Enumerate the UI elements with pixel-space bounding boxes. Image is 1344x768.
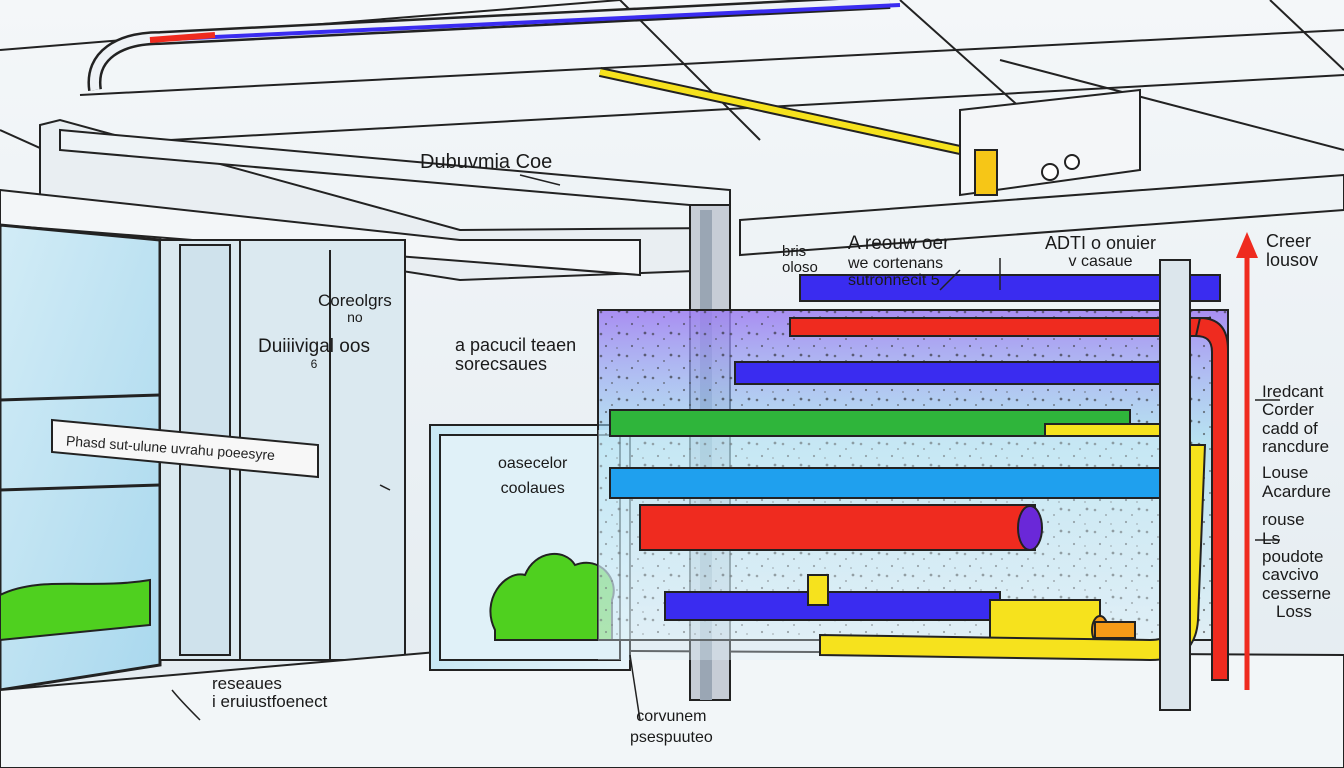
sign-banner — [51, 418, 319, 479]
label-right-column-line7: rouse — [1262, 510, 1305, 530]
label-right-column: Iredcant Corder cadd of rancdure Louse A… — [1262, 382, 1331, 621]
label-bottom-left-line1: reseaues — [212, 674, 282, 693]
right-ledge — [739, 173, 1344, 257]
label-right-column-line3: cadd of — [1262, 418, 1318, 438]
label-top-mid-a-line2: oloso — [782, 259, 818, 277]
hvac-unit — [959, 88, 1141, 197]
label-right-column-line11: cesserne — [1262, 583, 1331, 603]
label-right-column-line6: Acardure — [1262, 481, 1331, 501]
label-top-right: ADTI o onuier v casaue — [1045, 233, 1157, 271]
duct-bundle — [609, 274, 1229, 681]
arrow-up-icon — [1236, 232, 1258, 690]
label-left-mid-line2: 6 — [310, 356, 318, 371]
duct-red-bend — [1194, 316, 1229, 681]
label-top-center: Dubuvmia Coe — [420, 151, 553, 173]
label-right-column-line1: Iredcant — [1262, 382, 1324, 401]
duct-yellow-main — [989, 599, 1101, 641]
label-bottom-center-line2: psespuuteo — [630, 729, 713, 747]
duct-cyan — [609, 467, 1191, 499]
label-right-column-line5: Louse — [1262, 463, 1309, 483]
label-bottom-center: corvunem psespuuteo — [630, 708, 713, 747]
duct-blue-top — [799, 274, 1221, 302]
label-center-line1: a pacucil teaen — [455, 335, 577, 355]
label-top-mid-b: A reouw oer we cortenans sutronnecit 5 — [848, 233, 950, 289]
label-right-column-line10: cavcivo — [1262, 565, 1319, 585]
label-bottom-left: reseaues i eruiustfoenect — [212, 674, 328, 712]
label-window-inner-line2: coolaues — [500, 480, 565, 498]
label-left-mid: Duiiivigal oos 6 — [258, 336, 370, 371]
label-far-right-top: Creer lousov — [1266, 231, 1319, 271]
duct-red-main — [639, 504, 1036, 551]
label-right-column-line8: Ls — [1262, 528, 1280, 548]
label-left-upper-line2: no — [347, 309, 363, 326]
label-top-mid-a: bris oloso — [782, 243, 818, 277]
duct-green — [609, 409, 1131, 437]
leader-lines — [171, 174, 1280, 721]
label-top-mid-b-line1: A reouw oer — [848, 233, 950, 254]
floor — [0, 648, 1344, 768]
label-far-right-top-line1: Creer — [1266, 231, 1312, 251]
duct-yellow-stub — [1044, 423, 1176, 437]
label-bottom-left-line2: i eruiustfoenect — [212, 692, 328, 712]
label-top-right-line2: v casaue — [1068, 253, 1133, 271]
ceiling-ducts — [87, 0, 962, 155]
label-top-mid-b-line2: we cortenans — [848, 254, 944, 272]
label-window-inner-line1: oasecelor — [498, 455, 568, 472]
label-right-column-line12: Loss — [1276, 601, 1312, 621]
label-far-right-top-line2: lousov — [1266, 250, 1319, 271]
grass-hill — [0, 578, 151, 642]
duct-purple — [664, 591, 1001, 621]
label-top-mid-a-line1: bris — [782, 243, 807, 260]
label-left-upper-line1: Coreolgrs — [318, 291, 392, 310]
inner-chamber — [429, 424, 631, 671]
right-post — [1159, 259, 1191, 711]
label-right-column-line4: rancdure — [1262, 437, 1330, 457]
label-center-line2: sorecsaues — [455, 354, 548, 375]
duct-red-top — [789, 317, 1211, 337]
label-window-inner: oasecelor coolaues — [498, 455, 567, 498]
label-center: a pacucil teaen sorecsaues — [455, 335, 577, 375]
label-top-right-line1: ADTI o onuier — [1045, 233, 1157, 253]
label-bottom-center-line1: corvunem — [636, 708, 707, 725]
label-left-upper: Coreolgrs no — [318, 291, 392, 326]
window-left — [0, 223, 162, 692]
duct-blue-mid — [734, 361, 1176, 385]
label-left-mid-line1: Duiiivigal oos — [258, 336, 370, 357]
soffit — [0, 188, 641, 277]
label-top-mid-b-line3: sutronnecit 5 — [848, 271, 940, 289]
label-right-column-line2: Corder — [1262, 400, 1314, 420]
label-right-column-line9: poudote — [1262, 546, 1324, 566]
